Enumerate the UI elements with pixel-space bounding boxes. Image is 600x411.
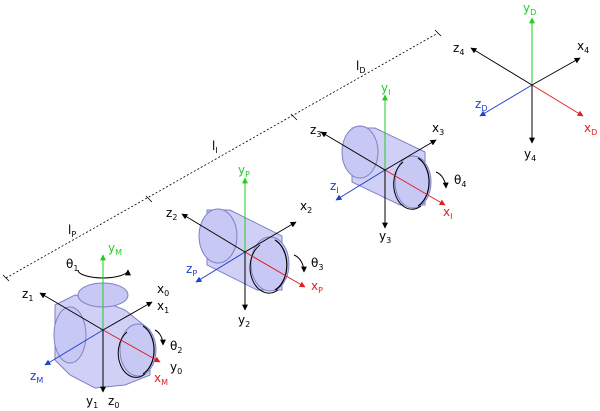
label-x-3: x3 (432, 121, 444, 137)
cylinder-joint-i (341, 125, 432, 210)
label-theta-2: θ2 (170, 339, 182, 355)
label-y-0: y0 (170, 360, 182, 376)
frame-d (470, 17, 584, 144)
label-y-1: y1 (86, 394, 98, 410)
label-theta-4: θ4 (454, 173, 466, 189)
label-z-2: z2 (166, 206, 177, 222)
label-y-d: yD (523, 1, 536, 17)
frame-m (39, 254, 166, 393)
label-x-m: xM (154, 371, 168, 387)
label-x-1: x1 (157, 299, 169, 315)
label-z-i: zI (330, 179, 339, 195)
label-l-d: lD (356, 59, 366, 75)
label-z-4: z4 (453, 41, 464, 57)
label-y-i: yI (381, 81, 390, 97)
label-l-p: lP (68, 223, 76, 239)
label-z-3: z3 (310, 123, 321, 139)
label-y-4: y4 (524, 147, 536, 163)
label-z-d: zD (475, 97, 487, 113)
label-y-3: y3 (379, 229, 391, 245)
label-x-2: x2 (300, 199, 312, 215)
label-theta-1: θ1 (66, 257, 78, 273)
label-theta-3: θ3 (311, 256, 323, 272)
label-z-1: z1 (22, 287, 33, 303)
label-x-p: xP (311, 279, 323, 295)
label-z-p: zP (186, 262, 197, 278)
labels: yD z4 x4 lD zD xD y4 yI z3 x3 lI zI θ4 x… (22, 1, 597, 410)
label-x-i: xI (443, 205, 452, 221)
label-z-0: z0 (108, 394, 119, 410)
frame-i (320, 94, 449, 229)
frame-p (181, 177, 307, 311)
label-x-d: xD (584, 121, 597, 137)
label-y-m: yM (108, 241, 122, 257)
label-y-2: y2 (238, 313, 250, 329)
label-y-p: yP (238, 163, 250, 179)
label-z-m: zM (30, 369, 43, 385)
label-l-i: lI (212, 139, 218, 155)
dimension-line (2, 29, 442, 282)
label-x-4: x4 (577, 39, 589, 55)
label-x-0: x0 (157, 282, 169, 298)
